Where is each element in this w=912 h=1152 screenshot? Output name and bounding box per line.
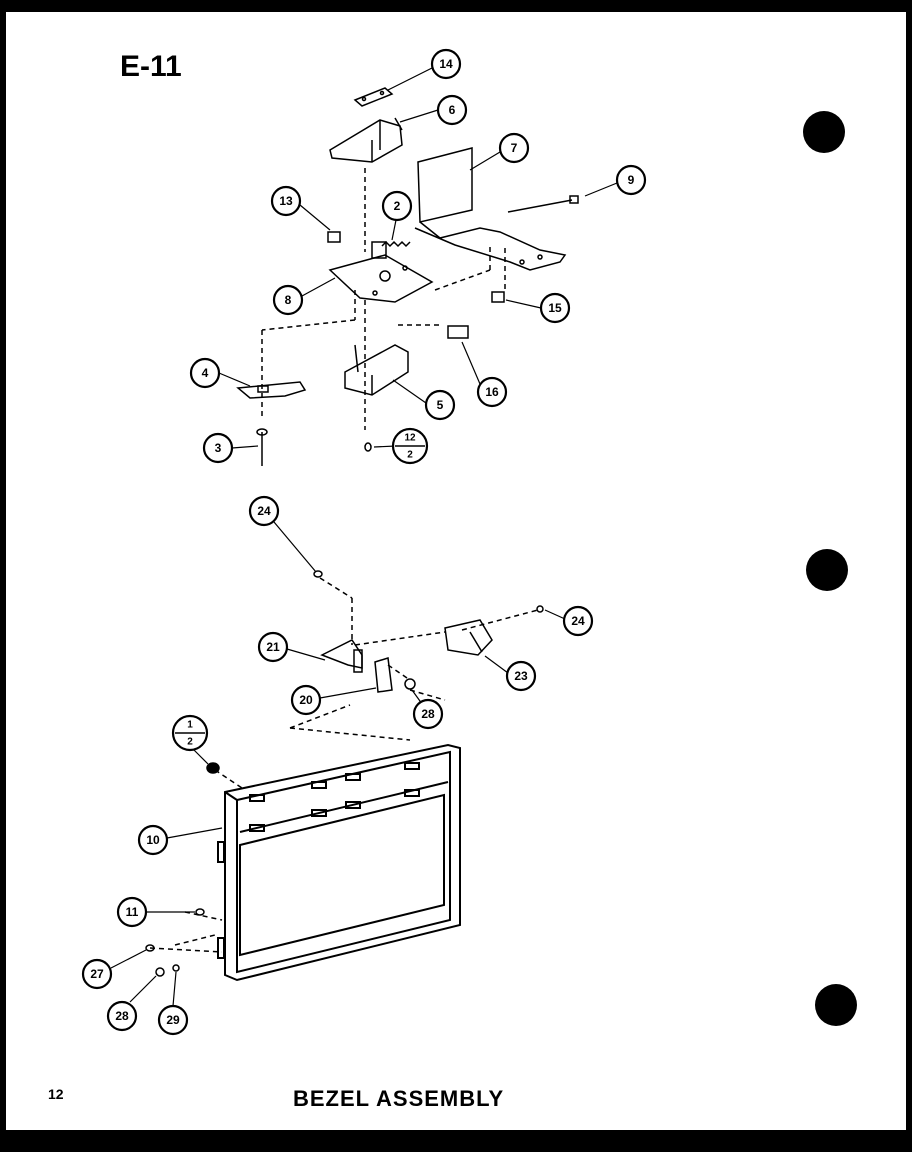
callout-circles bbox=[81, 48, 647, 1036]
callout-12-numerator: 12 bbox=[404, 433, 416, 444]
leader-lines bbox=[110, 67, 618, 1007]
part-23-switch bbox=[444, 619, 493, 656]
callout-9: 9 bbox=[628, 173, 635, 187]
part-4-plate bbox=[236, 381, 307, 399]
callout-13: 13 bbox=[279, 194, 293, 208]
callout-1-numerator: 1 bbox=[187, 720, 193, 731]
callout-12-denominator: 2 bbox=[407, 450, 413, 461]
part-28-washer-bottom bbox=[155, 967, 165, 977]
parts-diagram-page bbox=[6, 12, 906, 1130]
binder-hole-middle bbox=[806, 549, 848, 591]
callout-15: 15 bbox=[548, 301, 562, 315]
part-21-bracket bbox=[320, 639, 363, 673]
part-16-connector bbox=[447, 325, 469, 339]
part-8-base-plate bbox=[328, 241, 434, 303]
diagram-code: E-11 bbox=[120, 50, 182, 83]
callout-24: 24 bbox=[571, 614, 585, 628]
callout-24-top: 24 bbox=[257, 504, 271, 518]
callout-28-bottom: 28 bbox=[115, 1009, 129, 1023]
callout-27: 27 bbox=[90, 967, 104, 981]
part-5-bracket bbox=[344, 344, 409, 396]
part-20-clip bbox=[374, 657, 393, 693]
binder-hole-top bbox=[803, 111, 845, 153]
callout-28-top: 28 bbox=[421, 707, 435, 721]
callout-5: 5 bbox=[437, 398, 444, 412]
callout-29: 29 bbox=[166, 1013, 180, 1027]
callout-20: 20 bbox=[299, 693, 313, 707]
page-number: 12 bbox=[48, 1086, 64, 1102]
callout-4: 4 bbox=[202, 366, 209, 380]
part-24-screw bbox=[536, 605, 544, 613]
part-14-plate bbox=[353, 87, 394, 107]
diagram-caption: BEZEL ASSEMBLY bbox=[293, 1086, 505, 1111]
part-9-screw bbox=[507, 195, 579, 213]
part-12-screw bbox=[364, 442, 372, 452]
callout-1-denominator: 2 bbox=[187, 737, 193, 748]
callout-10: 10 bbox=[146, 833, 160, 847]
part-3-pin bbox=[256, 428, 268, 466]
part-1-washer bbox=[206, 762, 220, 774]
part-22-screw bbox=[313, 570, 323, 578]
part-28-washer bbox=[404, 678, 416, 690]
part-11-screw bbox=[195, 908, 205, 916]
callout-3: 3 bbox=[215, 441, 222, 455]
callout-7: 7 bbox=[511, 141, 518, 155]
part-15-nut bbox=[491, 291, 505, 303]
assembly-lines bbox=[149, 168, 539, 953]
callout-11: 11 bbox=[126, 905, 139, 919]
callout-23: 23 bbox=[514, 669, 528, 683]
part-6-bracket bbox=[329, 117, 403, 163]
part-29-screw bbox=[172, 964, 180, 972]
part-13-block bbox=[327, 231, 341, 243]
part-7-bracket bbox=[414, 147, 567, 271]
binder-hole-bottom bbox=[815, 984, 857, 1026]
callout-16: 16 bbox=[485, 385, 499, 399]
callout-8: 8 bbox=[285, 293, 292, 307]
callout-2: 2 bbox=[394, 199, 401, 213]
callout-6: 6 bbox=[449, 103, 456, 117]
part-10-bezel-frame bbox=[217, 743, 461, 982]
callout-21: 21 bbox=[266, 640, 280, 654]
callout-14: 14 bbox=[439, 57, 453, 71]
part-27-screw bbox=[145, 944, 155, 952]
